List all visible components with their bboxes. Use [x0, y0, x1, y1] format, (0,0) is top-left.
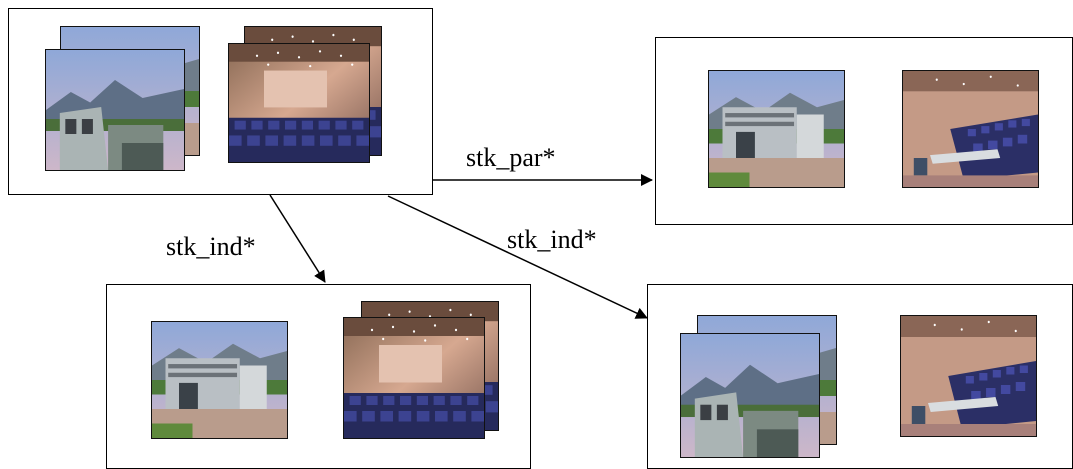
arrow-label-stk-ind-left: stk_ind* — [166, 232, 256, 261]
mountain-photo-front — [680, 333, 820, 458]
building-photo — [708, 70, 845, 188]
auditorium-photo-front — [228, 43, 370, 163]
arrow-stk-ind-right — [387, 195, 648, 319]
source-stack-box — [8, 8, 433, 195]
auditorium-photo-front — [343, 317, 485, 439]
mountain-photo-front — [45, 49, 185, 171]
arrow-label-stk-par: stk_par* — [466, 143, 556, 172]
independent-result-box-right — [647, 284, 1073, 469]
parallel-result-box — [655, 37, 1073, 225]
auditorium-photo — [902, 70, 1039, 188]
auditorium-photo — [900, 315, 1037, 437]
building-photo — [151, 321, 288, 439]
arrow-stk-ind-left — [269, 194, 326, 283]
independent-result-box-left — [106, 284, 531, 469]
arrow-label-stk-ind-right: stk_ind* — [507, 225, 597, 254]
